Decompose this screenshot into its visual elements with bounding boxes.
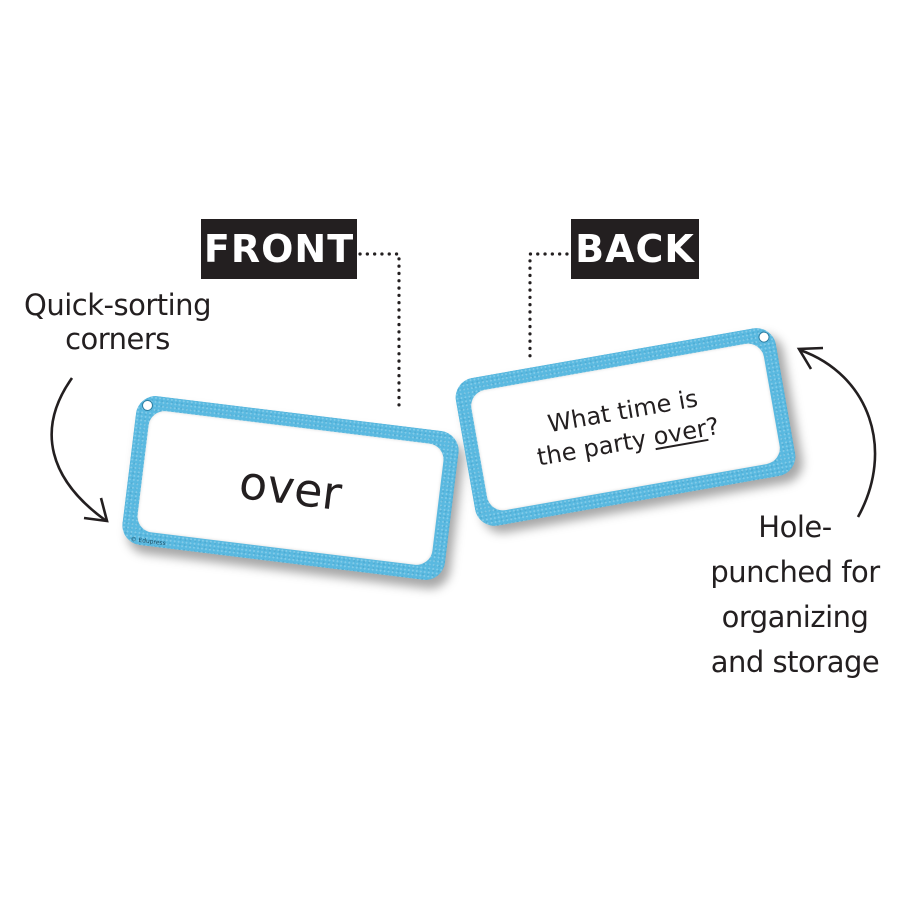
right-curved-arrow	[799, 348, 877, 518]
front-card-face: over	[135, 409, 446, 567]
back-leader-line	[528, 252, 569, 359]
punch-hole	[141, 399, 154, 412]
caption-line: Quick-sorting	[24, 288, 211, 322]
caption-line: punched for	[710, 555, 880, 589]
front-label: FRONT	[201, 219, 357, 279]
caption-line: corners	[65, 322, 170, 356]
punch-hole	[757, 330, 771, 344]
back-label: BACK	[571, 219, 699, 279]
front-leader-line	[358, 252, 401, 414]
vocabulary-word: over	[236, 454, 345, 522]
hole-punched-caption: Hole- punched for organizing and storage	[700, 505, 890, 685]
caption-line: Hole-	[758, 510, 832, 544]
left-arrowhead	[83, 497, 109, 523]
right-arrowhead	[796, 346, 824, 370]
quick-sorting-caption: Quick-sorting corners	[10, 288, 225, 356]
caption-line: and storage	[710, 645, 880, 679]
left-curved-arrow	[50, 377, 106, 522]
example-sentence: What time is the party over?	[529, 380, 721, 473]
caption-line: organizing	[721, 600, 869, 634]
